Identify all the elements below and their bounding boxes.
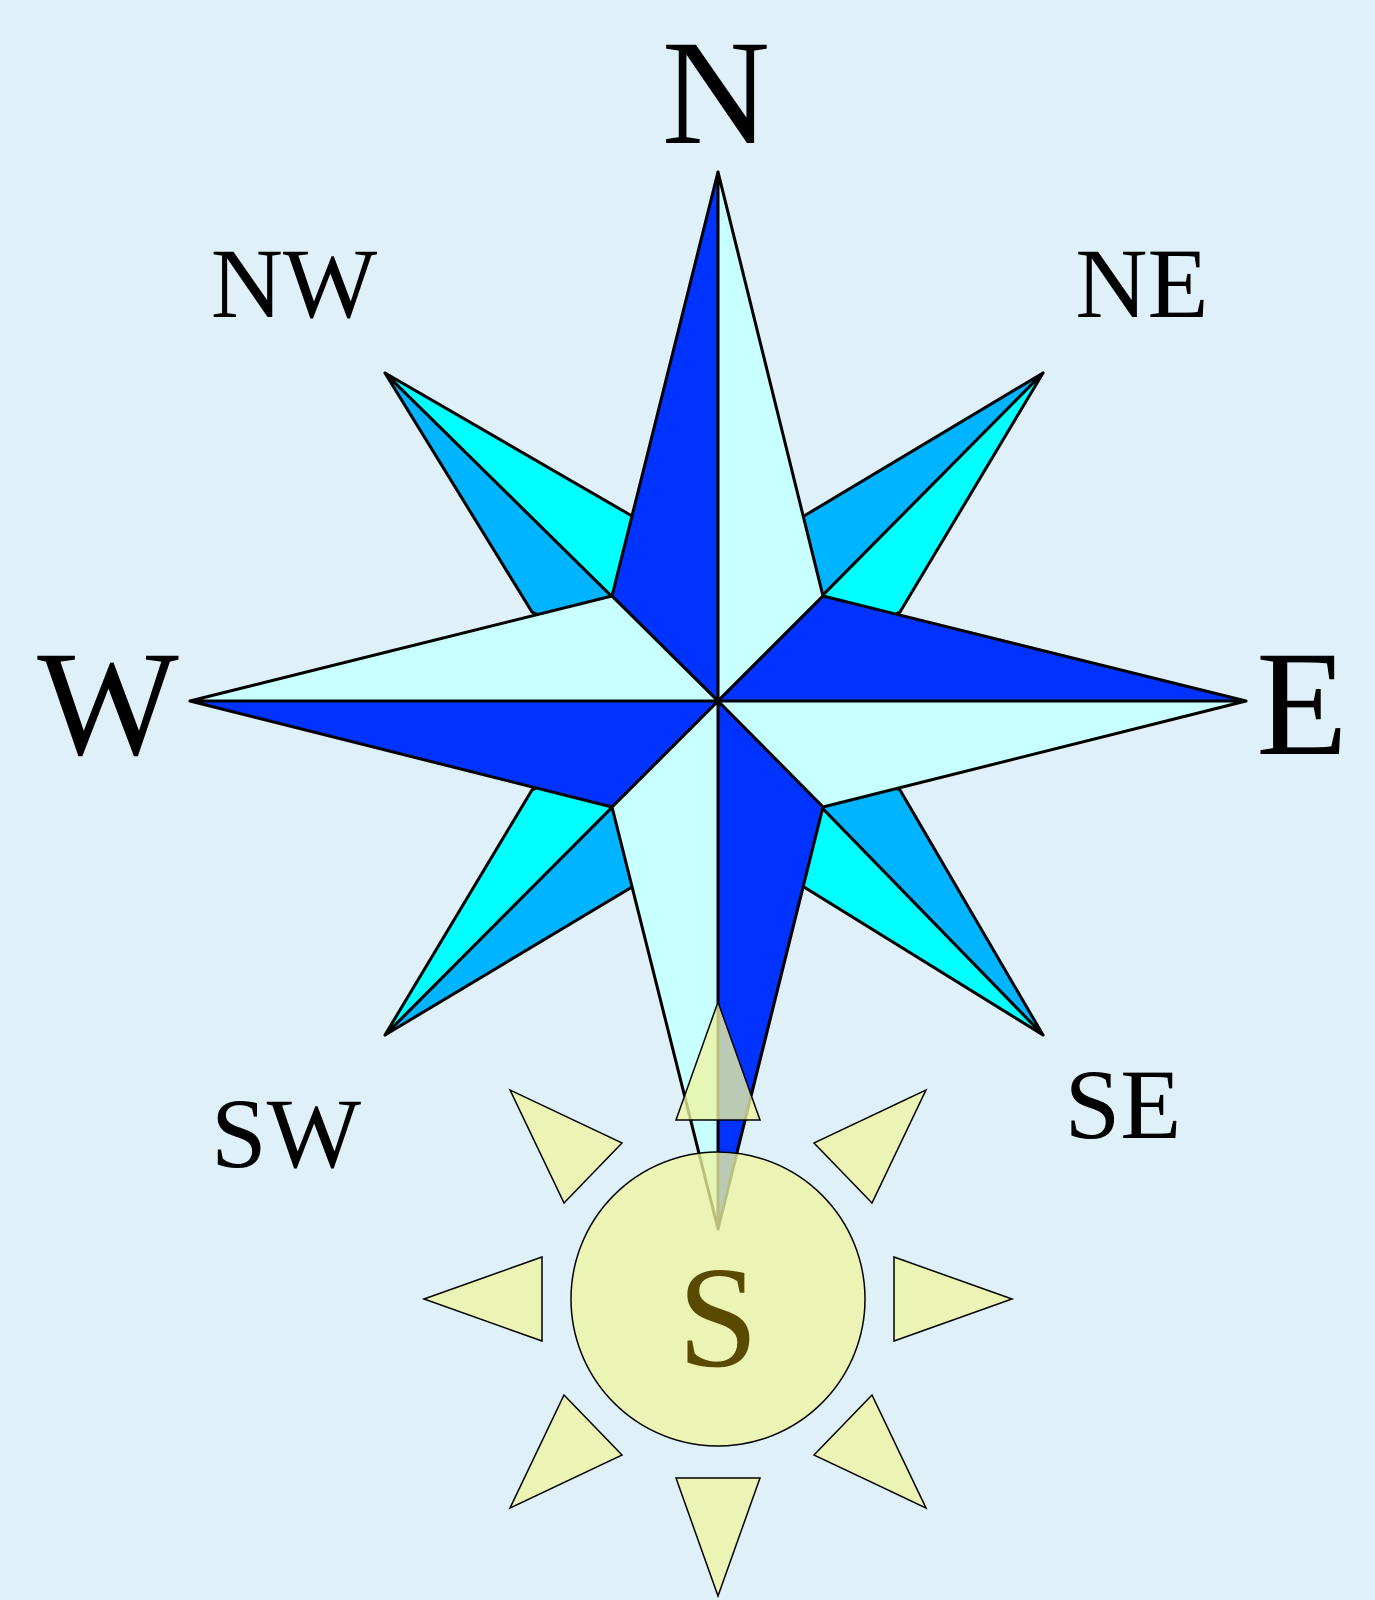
sun-ray-bottom-left — [510, 1395, 622, 1508]
sun-ray-top-right — [814, 1090, 926, 1203]
label-w: W — [37, 621, 179, 787]
label-se: SE — [1065, 1049, 1182, 1160]
label-n: N — [662, 10, 770, 176]
west-point — [190, 596, 718, 807]
sun-ray-bottom-right — [814, 1395, 926, 1508]
label-sw: SW — [211, 1078, 362, 1189]
label-ne: NE — [1075, 228, 1208, 339]
north-point — [612, 172, 823, 701]
label-e: E — [1256, 621, 1348, 787]
sun-ray-bottom — [676, 1478, 760, 1596]
sun-ray-top-left — [510, 1090, 622, 1203]
sun-ray-left — [424, 1257, 542, 1341]
east-point — [718, 596, 1246, 807]
label-nw: NW — [211, 228, 378, 339]
sun-ray-right — [894, 1257, 1012, 1341]
label-s: S — [678, 1238, 759, 1398]
south-point — [612, 701, 823, 1229]
